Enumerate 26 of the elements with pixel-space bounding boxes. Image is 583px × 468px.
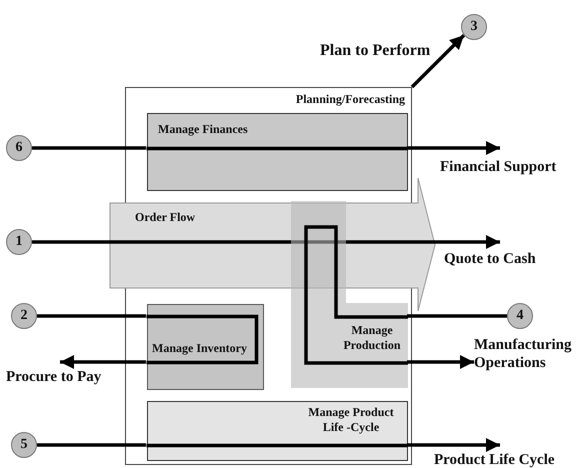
arrow — [435, 235, 500, 249]
process-box — [147, 304, 264, 390]
step-number-circle: 4 — [507, 303, 533, 329]
box-title: Manage Production — [342, 323, 402, 353]
arrow — [407, 438, 500, 452]
process-label: Procure to Pay — [6, 362, 116, 388]
process-label: Quote to Cash — [444, 242, 559, 272]
process-box — [147, 113, 408, 191]
box-title: Manage Product Life -Cycle — [307, 405, 395, 435]
box-title: Manage Inventory — [152, 341, 247, 356]
box-title: Order Flow — [135, 210, 196, 225]
box-title: Manage Finances — [158, 122, 248, 137]
process-label: Product Life Cycle — [434, 445, 574, 468]
step-number-circle: 3 — [461, 14, 487, 40]
step-number-circle: 2 — [11, 303, 37, 329]
arrow — [407, 355, 474, 369]
process-box — [147, 401, 408, 461]
box-title: Planning/Forecasting — [296, 92, 405, 107]
step-number-circle: 1 — [6, 229, 32, 255]
process-label: Financial Support — [440, 148, 565, 178]
step-number-circle: 6 — [6, 135, 32, 161]
arrow — [407, 141, 500, 155]
arrow — [410, 34, 466, 88]
step-number-circle: 5 — [11, 432, 37, 458]
arrow — [60, 355, 146, 369]
process-label: Manufacturing Operations — [474, 336, 582, 378]
